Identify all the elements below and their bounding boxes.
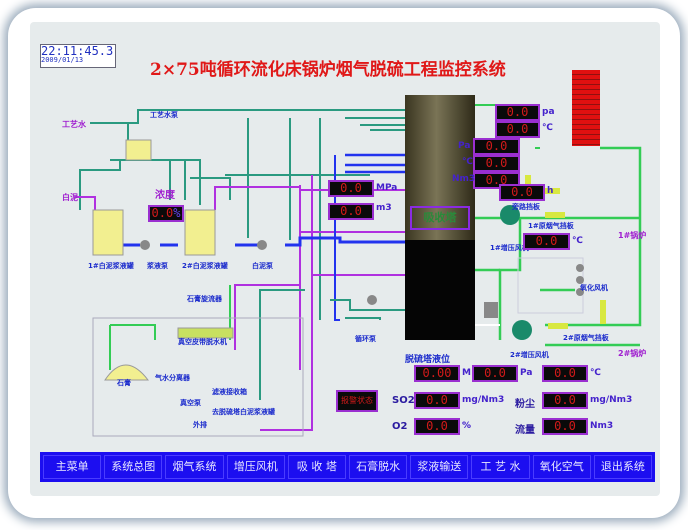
label-separator: 气水分离器 [155,374,190,382]
fan-temp-unit: ℃ [572,236,583,246]
outlet-temp-unit: ℃ [542,123,553,133]
label-slurry-pump: 浆液泵 [147,262,168,270]
menu-booster-fan[interactable]: 增压风机 [226,455,285,479]
o2-display: 0.0 [414,418,460,435]
label-fan2: 2#增压风机 [510,351,549,359]
inlet-temp-unit: ℃ [462,157,473,167]
menu-gypsum-dewatering[interactable]: 石膏脱水 [349,455,408,479]
inlet-flow-unit: Nm3 [452,174,476,184]
tower-temp-unit: ℃ [590,368,601,378]
page-title: 2×75吨循环流化床锅炉烟气脱硫工程监控系统 [150,60,506,80]
label-bypass: 旁路挡板 [512,203,540,211]
label-fan1: 1#增压风机 [490,244,529,252]
pressure-display: 0.0 [328,180,374,197]
menu-main[interactable]: 主菜单 [43,455,102,479]
runtime-unit: h [547,186,554,196]
dust-unit: mg/Nm3 [590,395,633,405]
clock-date: 2009/01/13 [41,56,84,64]
tower-pressure-display: 0.0 [472,365,518,382]
volume-display: 0.0 [328,203,374,220]
absorber-tower[interactable] [405,95,475,243]
label-oxidation-fan: 氧化风机 [580,284,608,292]
label-white-mud: 白泥 [62,193,78,202]
menu-exit[interactable]: 退出系统 [593,455,653,479]
runtime-display: 0.0 [499,184,545,201]
so2-unit: mg/Nm3 [462,395,505,405]
scada-panel [30,22,660,496]
label-concentration: 浓度 [155,190,175,201]
label-cyclone: 石膏旋流器 [187,295,222,303]
label-filtrate-tank: 滤液接收箱 [212,388,247,396]
clock-time: 22:11:45.3 [41,44,114,58]
outlet-pressure-unit: pa [542,107,555,117]
menu-absorber[interactable]: 吸 收 塔 [287,455,347,479]
so2-display: 0.0 [414,392,460,409]
flow-display: 0.0 [542,418,588,435]
label-o2: O2 [392,421,408,432]
concentration-display: 0.0% [148,205,184,222]
menu-oxidation-air[interactable]: 氧化空气 [532,455,591,479]
tower-level-display: 0.00 [414,365,460,382]
label-process-water: 工艺水 [62,120,86,129]
tower-pressure-unit: Pa [520,368,533,378]
label-tank2: 2#白泥浆液罐 [182,262,228,270]
o2-unit: % [462,421,472,431]
volume-unit: m3 [376,203,392,213]
label-return: 去脱硫塔白泥浆液罐 [212,408,275,416]
chimney [572,70,600,146]
label-circ-pump: 循环泵 [355,335,376,343]
flow-unit: Nm3 [590,421,614,431]
tower-label: 吸收塔 [410,206,470,230]
label-boiler1: 1#锅炉 [618,231,647,240]
menu-slurry-transport[interactable]: 浆液输送 [410,455,469,479]
label-tower-level: 脱硫塔液位 [405,355,451,365]
inlet-pressure-unit: Pa [458,141,471,151]
absorber-tower-sump [405,240,475,340]
bottom-menu-bar: 主菜单 系统总图 烟气系统 增压风机 吸 收 塔 石膏脱水 浆液输送 工 艺 水… [40,452,655,482]
menu-flue-gas[interactable]: 烟气系统 [165,455,224,479]
label-gypsum: 石膏 [117,379,131,387]
fan-temp-display: 0.0 [523,233,570,250]
alarm-status-indicator[interactable]: 报警状态 [336,390,378,412]
menu-system-overview[interactable]: 系统总图 [104,455,163,479]
label-belt-filter: 真空皮带脱水机 [178,338,227,346]
label-dust: 粉尘 [515,399,535,410]
label-process-water-pump: 工艺水泵 [150,111,178,119]
inlet-temp-display: 0.0 [473,155,520,172]
tower-level-unit: M [462,368,471,378]
label-damper2: 2#原烟气挡板 [563,334,609,342]
label-discharge: 外排 [193,421,207,429]
inlet-pressure-display: 0.0 [473,138,520,155]
label-flow: 流量 [515,425,535,436]
label-tank1: 1#白泥浆液罐 [88,262,134,270]
dust-display: 0.0 [542,392,588,409]
label-mud-pump: 白泥泵 [252,262,273,270]
outlet-pressure-display: 0.0 [495,104,540,121]
tower-temp-display: 0.0 [542,365,588,382]
label-boiler2: 2#锅炉 [618,349,647,358]
outlet-temp-display: 0.0 [495,121,540,138]
label-so2: SO2 [392,395,415,406]
pressure-unit: MPa [376,183,398,193]
label-damper1: 1#原烟气挡板 [528,222,574,230]
label-vacuum-pump: 真空泵 [180,399,201,407]
menu-process-water[interactable]: 工 艺 水 [471,455,530,479]
